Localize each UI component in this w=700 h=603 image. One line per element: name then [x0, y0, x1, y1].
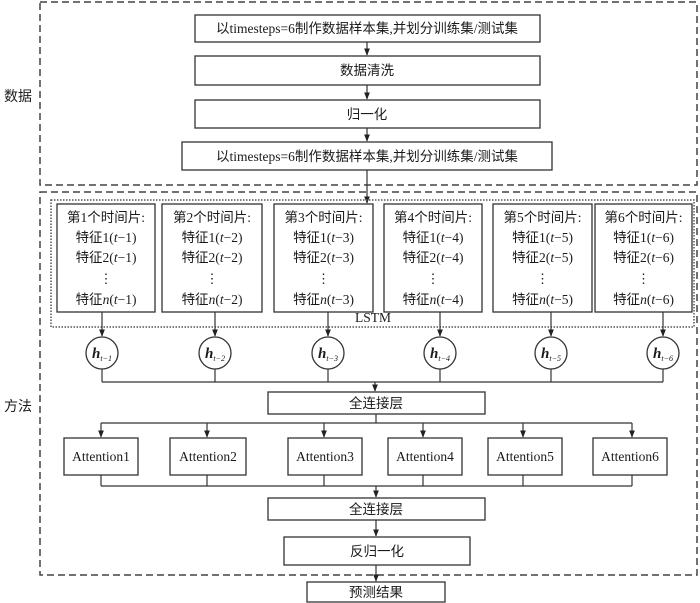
feature-line: 特征1(t−1) — [76, 230, 137, 245]
hidden-state-label: ht−3 — [318, 346, 338, 363]
attention-label: Attention1 — [72, 449, 130, 464]
feature-line-n: 特征n(t−1) — [76, 292, 137, 307]
feature-line: 特征1(t−6) — [613, 230, 674, 245]
time-slice-box: 第5个时间片: 特征1(t−5) 特征2(t−5) ⋮ 特征n(t−5) — [492, 203, 593, 337]
feature-line: 特征1(t−2) — [182, 230, 243, 245]
result-label: 预测结果 — [349, 585, 403, 600]
attention-block: Attention2 — [169, 423, 247, 486]
data-step-sample-set: 以timesteps=6制作数据样本集,并划分训练集/测试集 — [194, 14, 541, 43]
feature-line-n: 特征n(t−5) — [512, 292, 573, 307]
attention-label: Attention4 — [396, 449, 454, 464]
hidden-state-label: ht−2 — [205, 346, 225, 363]
feature-line-n: 特征n(t−4) — [403, 292, 464, 307]
hidden-state-node: ht−5 — [534, 336, 568, 382]
attention-label: Attention6 — [601, 449, 659, 464]
feature-line-n: 特征n(t−3) — [293, 292, 354, 307]
time-slice-box: 第2个时间片: 特征1(t−2) 特征2(t−2) ⋮ 特征n(t−2) — [161, 203, 263, 337]
attention-label: Attention2 — [179, 449, 237, 464]
feature-line-n: 特征n(t−2) — [182, 292, 243, 307]
lstm-label: LSTM — [355, 310, 391, 325]
attention-label: Attention3 — [296, 449, 354, 464]
time-slice-title: 第1个时间片: — [67, 209, 145, 225]
ellipsis-vertical: ⋮ — [205, 271, 219, 286]
time-slice-title: 第5个时间片: — [503, 209, 581, 225]
fc2-label: 全连接层 — [349, 501, 403, 517]
feature-line: 特征1(t−5) — [512, 230, 573, 245]
time-slice-title: 第3个时间片: — [284, 209, 362, 225]
denorm-label: 反归一化 — [350, 543, 404, 559]
fully-connected-layer-1: 全连接层 — [267, 391, 486, 415]
method-section-label: 方法 — [4, 399, 32, 415]
feature-line: 特征2(t−3) — [293, 250, 354, 265]
method-section-border — [39, 191, 698, 576]
data-step-label: 数据清洗 — [340, 63, 394, 78]
time-slice-box: 第6个时间片: 特征1(t−6) 特征2(t−6) ⋮ 特征n(t−6) — [594, 203, 693, 337]
attention-block: Attention1 — [63, 423, 139, 486]
hidden-state-node: ht−2 — [198, 336, 232, 382]
fc1-label: 全连接层 — [349, 395, 403, 411]
attention-label: Attention5 — [496, 449, 554, 464]
data-step-normalize: 归一化 — [194, 99, 541, 129]
feature-line-n: 特征n(t−6) — [613, 292, 674, 307]
feature-line: 特征1(t−3) — [293, 230, 354, 245]
hidden-state-label: ht−5 — [541, 346, 561, 363]
ellipsis-vertical: ⋮ — [317, 271, 331, 286]
feature-line: 特征2(t−2) — [182, 250, 243, 265]
data-step-label: 归一化 — [347, 106, 388, 122]
fully-connected-layer-2: 全连接层 — [267, 497, 486, 521]
attention-block: Attention4 — [387, 423, 463, 486]
time-slice-title: 第6个时间片: — [604, 209, 682, 225]
time-slice-box: 第4个时间片: 特征1(t−4) 特征2(t−4) ⋮ 特征n(t−4) — [383, 203, 483, 337]
denormalize-step: 反归一化 — [283, 536, 471, 566]
hidden-state-label: ht−4 — [430, 346, 450, 363]
ellipsis-vertical: ⋮ — [99, 271, 113, 286]
attention-block: Attention6 — [592, 423, 668, 486]
attention-block: Attention3 — [287, 423, 363, 486]
hidden-state-label: ht−6 — [653, 346, 673, 363]
hidden-state-node: ht−1 — [85, 336, 119, 382]
time-slice-title: 第4个时间片: — [394, 209, 472, 225]
data-step-cleaning: 数据清洗 — [194, 55, 541, 86]
ellipsis-vertical: ⋮ — [426, 271, 440, 286]
hidden-state-label: ht−1 — [92, 346, 112, 363]
feature-line: 特征1(t−4) — [403, 230, 464, 245]
data-section-label: 数据 — [4, 89, 32, 105]
data-step-label: 以timesteps=6制作数据样本集,并划分训练集/测试集 — [216, 21, 518, 36]
ellipsis-vertical: ⋮ — [637, 271, 651, 286]
hidden-state-node: ht−6 — [646, 336, 680, 382]
feature-line: 特征2(t−6) — [613, 250, 674, 265]
time-slice-box: 第3个时间片: 特征1(t−3) 特征2(t−3) ⋮ 特征n(t−3) — [273, 203, 374, 337]
feature-line: 特征2(t−4) — [403, 250, 464, 265]
feature-line: 特征2(t−1) — [76, 250, 137, 265]
feature-line: 特征2(t−5) — [512, 250, 573, 265]
hidden-state-node: ht−4 — [423, 336, 457, 382]
time-slice-box: 第1个时间片: 特征1(t−1) 特征2(t−1) ⋮ 特征n(t−1) — [56, 203, 156, 337]
attention-block: Attention5 — [487, 423, 563, 486]
lstm-container — [50, 199, 695, 328]
data-step-sample-set-2: 以timesteps=6制作数据样本集,并划分训练集/测试集 — [181, 141, 553, 171]
data-step-label: 以timesteps=6制作数据样本集,并划分训练集/测试集 — [216, 149, 518, 164]
ellipsis-vertical: ⋮ — [536, 271, 550, 286]
hidden-state-node: ht−3 — [311, 336, 345, 382]
prediction-result: 预测结果 — [306, 581, 446, 603]
time-slice-title: 第2个时间片: — [173, 209, 251, 225]
data-section-border — [39, 1, 698, 186]
